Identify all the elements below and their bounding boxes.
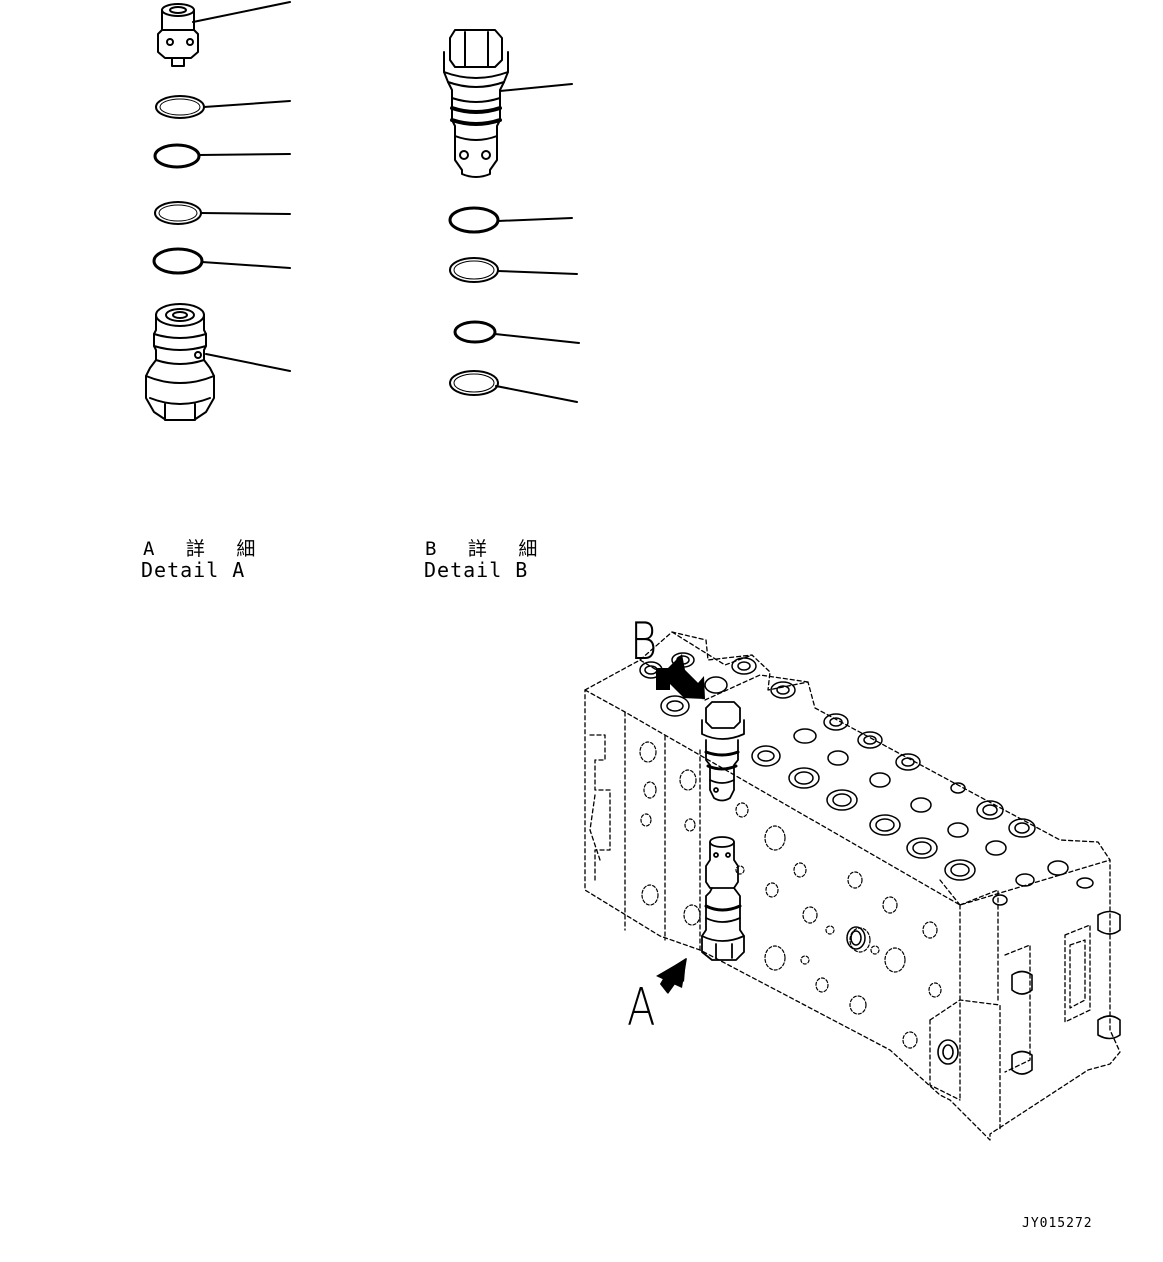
part-b-ring-4: [449, 370, 578, 403]
installed-valve-a: [701, 836, 745, 961]
part-b-ring-2: [449, 257, 578, 283]
arrow-a-pointer: [656, 958, 687, 994]
part-a-ring-2: [153, 143, 291, 169]
part-b-ring-3: [453, 320, 580, 344]
detail-a-parts: [145, 1, 291, 421]
installed-valve-b: [701, 701, 745, 802]
part-a-valve-body: [145, 303, 291, 421]
detail-a-caption-jp: A 詳 細: [143, 538, 266, 560]
detail-b-caption-en: Detail B: [424, 558, 529, 582]
part-a-ring-3: [154, 201, 291, 225]
detail-b-parts: [443, 29, 580, 403]
drawing-code: JY015272: [1022, 1216, 1093, 1231]
end-caps: [937, 910, 1121, 1075]
part-b-ring-1: [448, 206, 573, 234]
top-ports: [639, 652, 1094, 906]
front-ports: [639, 741, 942, 1049]
arrow-b-pointer: [656, 654, 705, 699]
callout-label-b: B: [630, 612, 658, 672]
front-center-port: [846, 926, 866, 950]
detail-b-caption-jp: B 詳 細: [425, 538, 548, 560]
callout-label-a: A: [627, 978, 656, 1038]
part-b-valve-cartridge: [443, 29, 573, 178]
part-a-spool-small: [157, 1, 291, 67]
control-valve-block: [584, 631, 1121, 1141]
detail-a-caption-en: Detail A: [141, 558, 246, 582]
part-a-ring-1: [155, 95, 291, 119]
part-a-ring-4: [152, 247, 291, 275]
